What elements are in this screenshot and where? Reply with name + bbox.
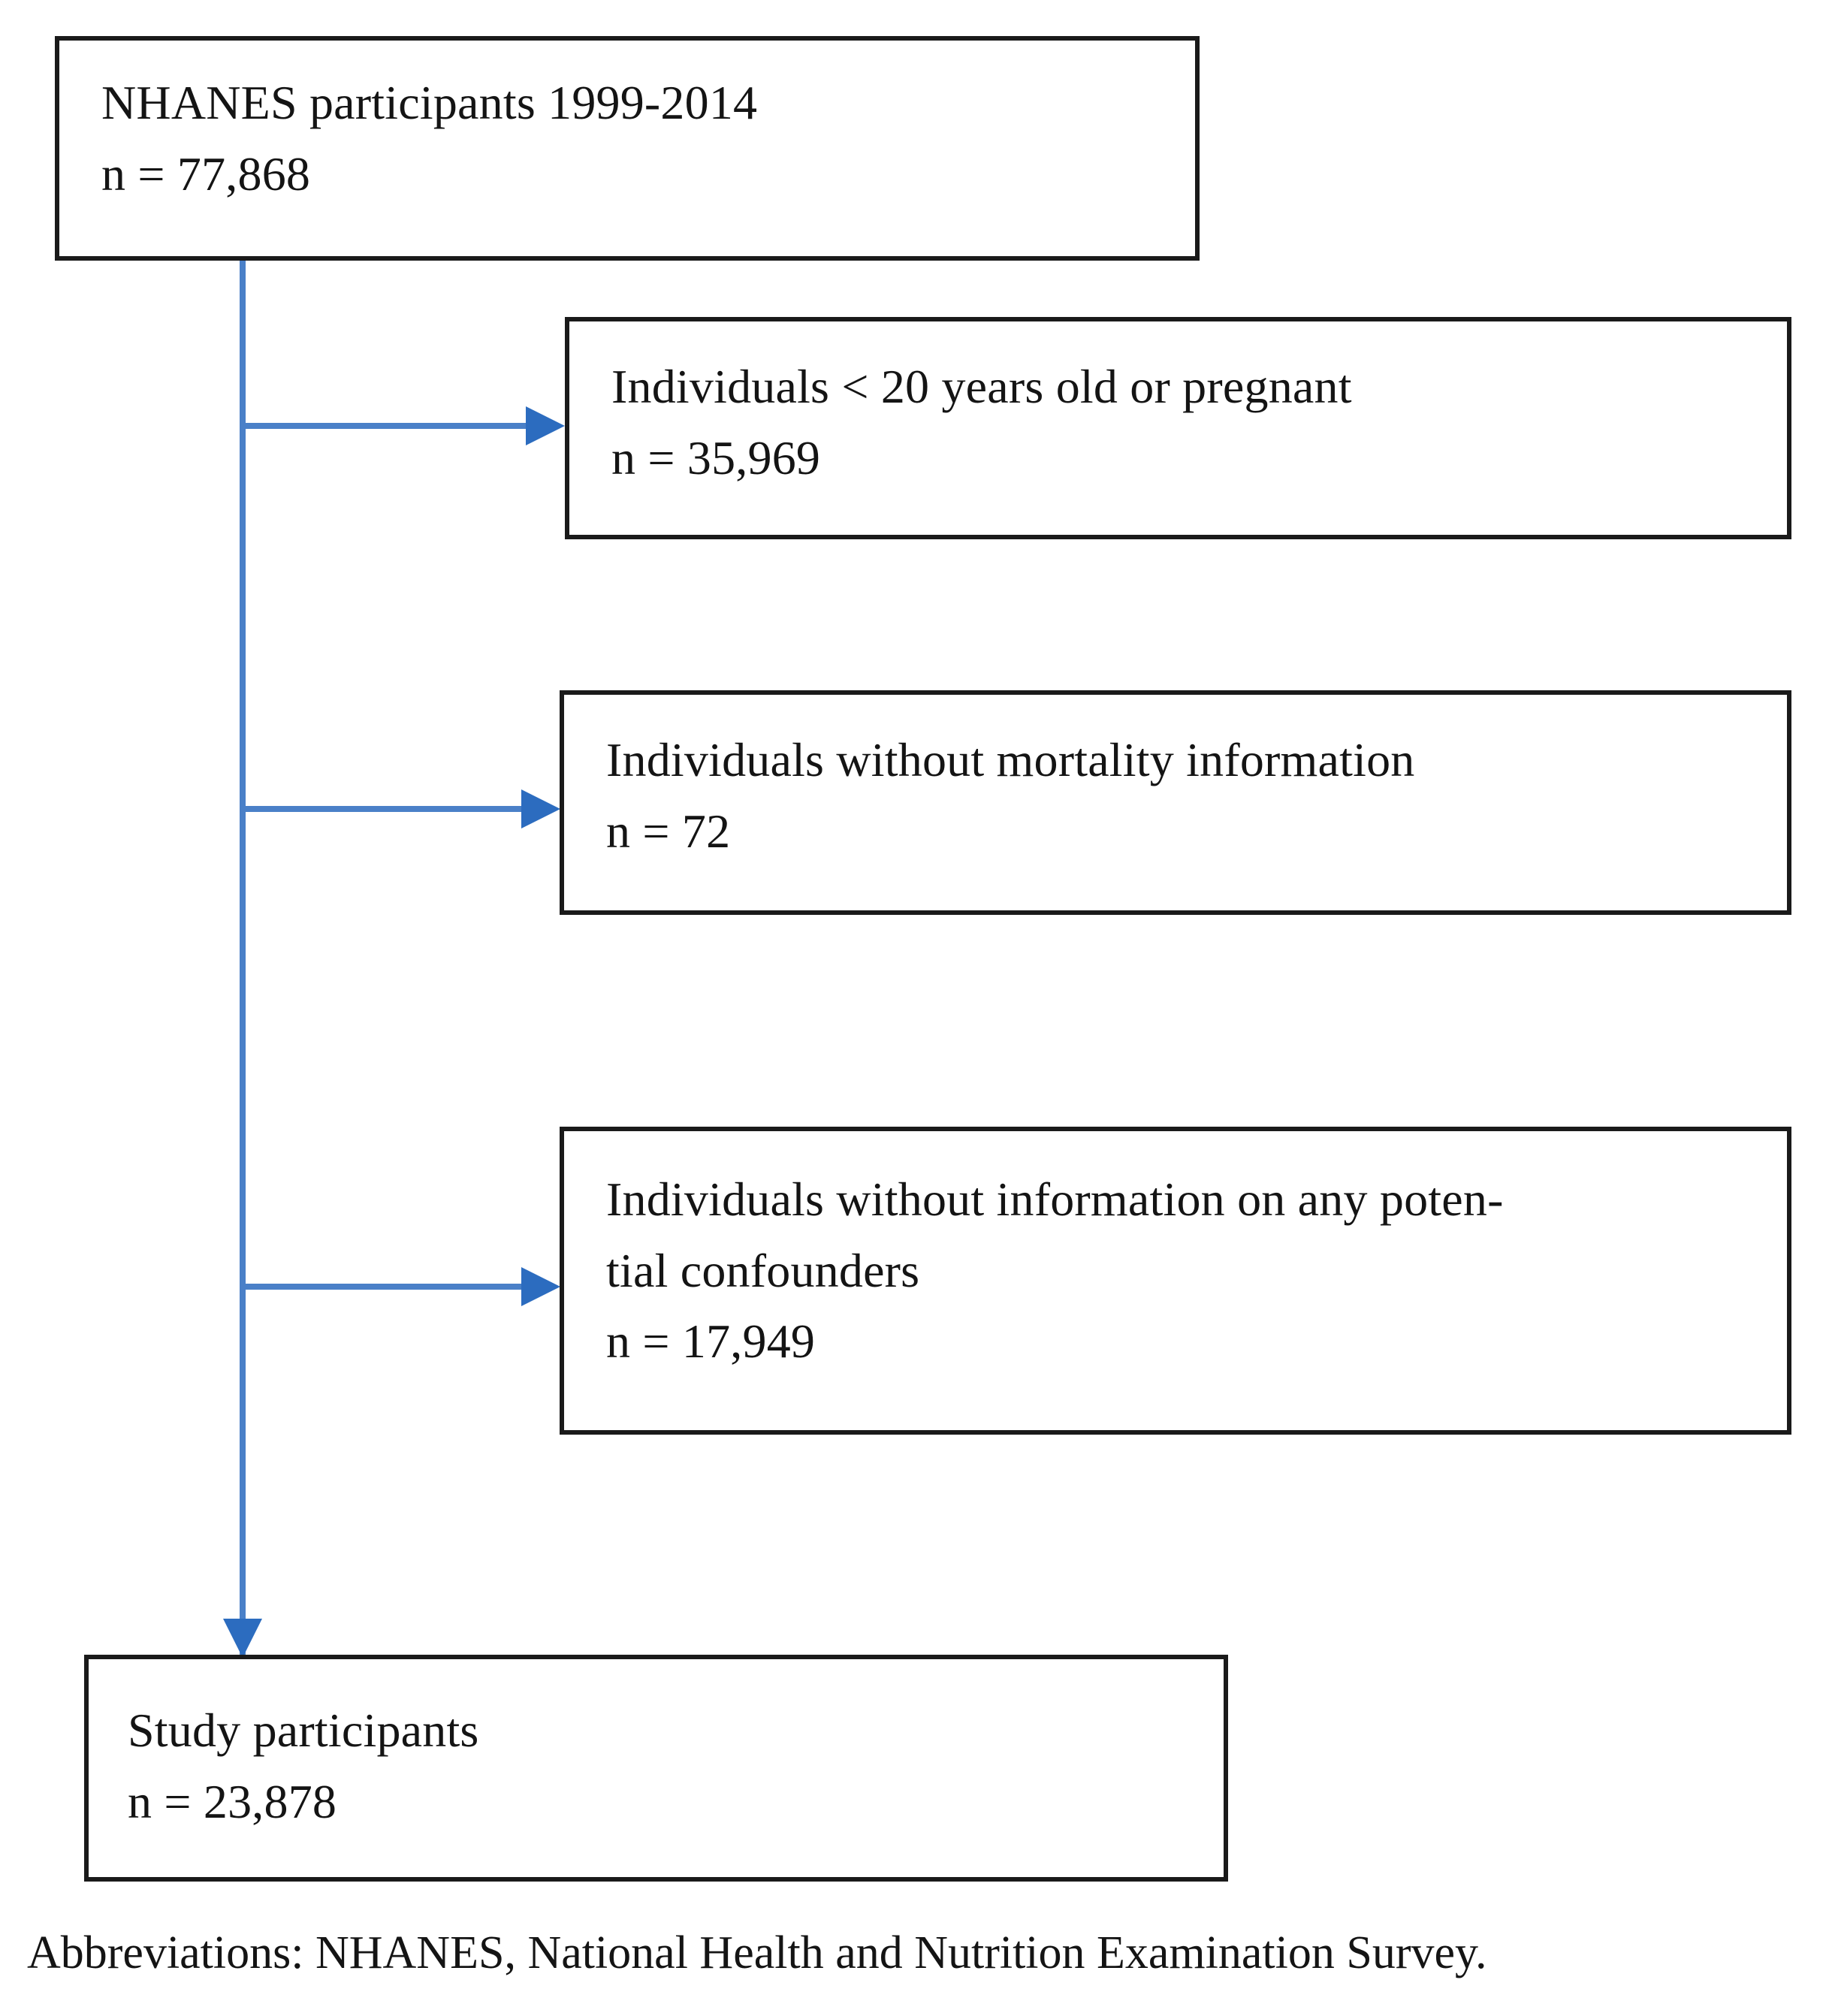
abbreviations-note: Abbreviations: NHANES, National Health a… bbox=[27, 1927, 1487, 1978]
node-result-count: n = 23,878 bbox=[128, 1774, 337, 1828]
connector-branch-exclusion-2 bbox=[243, 806, 538, 812]
node-exclusion-age-pregnancy: Individuals < 20 years old or pregnant n… bbox=[565, 317, 1791, 539]
node-source-title: NHANES participants 1999-2014 bbox=[101, 76, 758, 129]
node-exclusion-2-count: n = 72 bbox=[606, 804, 731, 858]
node-exclusion-3-title-line-1: Individuals without information on any p… bbox=[606, 1172, 1504, 1226]
node-study-participants: Study participants n = 23,878 bbox=[84, 1655, 1228, 1882]
node-source-count: n = 77,868 bbox=[101, 146, 311, 201]
arrowhead-right-icon-2 bbox=[521, 789, 560, 828]
connector-branch-exclusion-3 bbox=[243, 1284, 538, 1290]
node-exclusion-1-count: n = 35,969 bbox=[611, 430, 821, 484]
connector-branch-exclusion-1 bbox=[243, 423, 543, 429]
node-source-cohort: NHANES participants 1999-2014 n = 77,868 bbox=[55, 36, 1200, 261]
node-result-title: Study participants bbox=[128, 1704, 479, 1757]
node-exclusion-mortality: Individuals without mortality informatio… bbox=[560, 690, 1791, 915]
node-exclusion-3-title-line-2: tial confounders bbox=[606, 1243, 920, 1297]
node-exclusion-2-title: Individuals without mortality informatio… bbox=[606, 733, 1415, 786]
node-exclusion-confounders: Individuals without information on any p… bbox=[560, 1127, 1791, 1435]
arrowhead-right-icon-3 bbox=[521, 1267, 560, 1306]
connector-trunk-vertical bbox=[240, 261, 246, 1655]
node-exclusion-3-count: n = 17,949 bbox=[606, 1314, 816, 1369]
arrowhead-down-icon-final bbox=[223, 1619, 262, 1658]
arrowhead-right-icon-1 bbox=[526, 406, 565, 445]
node-exclusion-1-title: Individuals < 20 years old or pregnant bbox=[611, 360, 1352, 413]
